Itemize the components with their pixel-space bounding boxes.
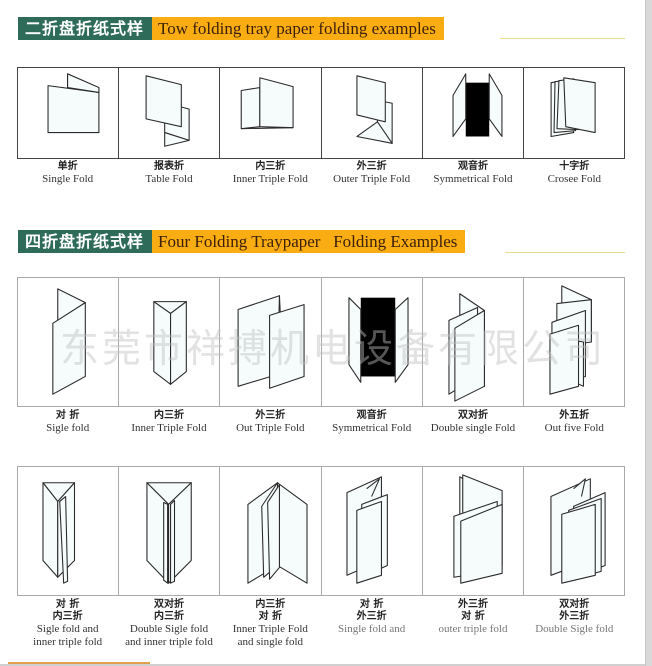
section1-diagram-row <box>17 67 626 159</box>
out-five-fold-icon <box>549 285 592 395</box>
symmetrical-fold-icon <box>452 73 503 138</box>
section2-title-en: Four Folding Traypaper Folding Examples <box>152 230 466 253</box>
single-and-outer-triple-fold-icon <box>345 476 388 584</box>
symmetrical-fold-cell <box>422 67 524 159</box>
single-fold-cell <box>17 67 120 159</box>
inner-triple-and-single-cell <box>220 466 322 596</box>
table-fold-cell <box>119 67 221 159</box>
out-triple-fold-icon <box>237 295 305 389</box>
inner-triple-fold-4-cell <box>119 277 221 407</box>
section2-diagram-row1 <box>17 277 626 407</box>
header-underline <box>505 252 625 253</box>
inner-triple-fold-icon <box>241 77 294 130</box>
header-underline <box>500 38 625 39</box>
out-triple-fold-cell <box>220 277 322 407</box>
double-single-fold-cell <box>422 277 524 407</box>
out-five-fold-cell <box>523 277 626 407</box>
inner-triple-fold-cell <box>220 67 322 159</box>
section1-header: 二折盘折纸式样 Tow folding tray paper folding e… <box>18 17 444 40</box>
double-sigle-and-outer-triple-cell <box>523 466 626 596</box>
table-fold-icon <box>145 75 190 147</box>
sigle-fold-icon <box>52 288 86 395</box>
sigle-fold-cell <box>17 277 120 407</box>
double-sigle-and-outer-triple-fold-icon <box>550 478 606 584</box>
bottom-edge <box>0 664 652 666</box>
outer-triple-and-single-fold-icon <box>453 474 503 584</box>
inner-triple-and-single-fold-icon <box>247 482 308 584</box>
section2-header: 四折盘折纸式样 Four Folding Traypaper Folding E… <box>18 230 466 253</box>
sigle-and-inner-triple-cell <box>17 466 120 596</box>
double-sigle-and-inner-triple-fold-icon <box>146 482 192 584</box>
section1-title-en: Tow folding tray paper folding examples <box>152 17 444 40</box>
symmetrical-fold-4-cell <box>321 277 423 407</box>
inner-triple-fold-icon <box>153 301 188 385</box>
bottom-accent-line <box>8 662 150 664</box>
sigle-and-inner-triple-fold-icon <box>42 482 76 584</box>
double-sigle-and-inner-triple-cell <box>119 466 221 596</box>
double-single-fold-icon <box>448 293 485 402</box>
cross-fold-icon <box>550 77 596 138</box>
outer-triple-and-single-cell <box>422 466 524 596</box>
right-edge-scrollbar[interactable] <box>645 0 652 666</box>
section2-title-cn: 四折盘折纸式样 <box>18 230 153 253</box>
single-fold-icon <box>47 73 100 134</box>
symmetrical-fold-icon <box>347 297 409 383</box>
section1-title-cn: 二折盘折纸式样 <box>18 17 153 40</box>
cross-fold-cell <box>523 67 626 159</box>
outer-triple-fold-cell <box>321 67 423 159</box>
section2-diagram-row2 <box>17 466 626 596</box>
single-and-outer-triple-cell <box>321 466 423 596</box>
outer-triple-fold-icon <box>355 75 393 144</box>
